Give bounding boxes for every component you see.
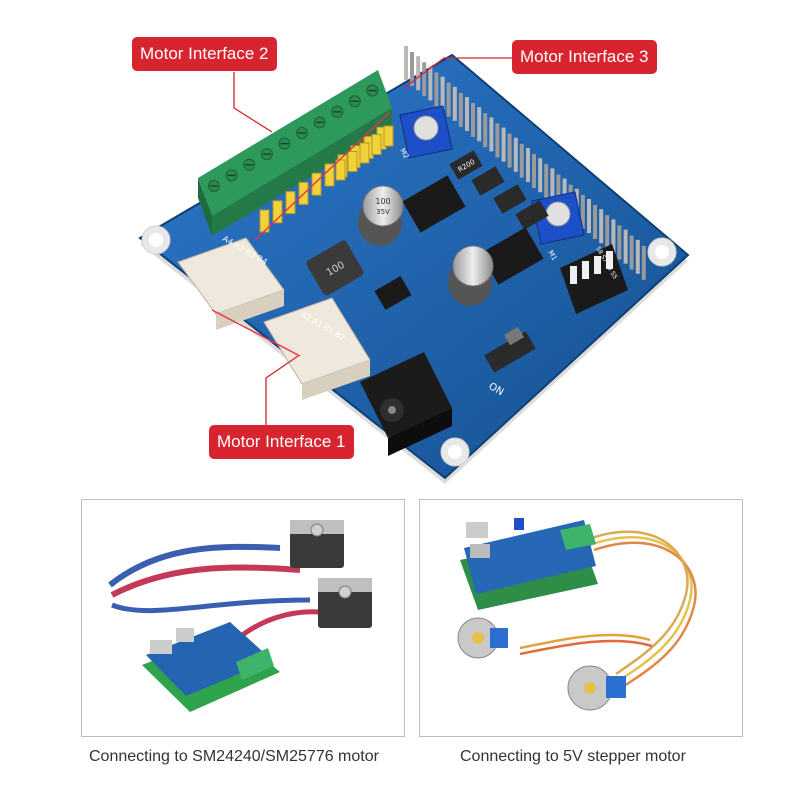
gpio-pin bbox=[465, 97, 469, 131]
gpio-pin bbox=[471, 103, 475, 137]
gpio-pin bbox=[452, 86, 457, 121]
dc-power-jack bbox=[360, 352, 452, 456]
jumper-cap bbox=[272, 200, 283, 224]
gpio-header bbox=[404, 46, 646, 280]
gpio-pin bbox=[489, 117, 494, 152]
right-panel-caption: Connecting to 5V stepper motor bbox=[460, 748, 686, 765]
callout-lines bbox=[233, 57, 514, 440]
gpio-pin bbox=[587, 199, 591, 233]
dip-key bbox=[606, 251, 613, 269]
gpio-pin bbox=[593, 205, 597, 239]
gpio-pin bbox=[611, 219, 616, 254]
gpio-pin bbox=[458, 92, 463, 127]
gpio-pin bbox=[641, 245, 646, 280]
potentiometer-icon bbox=[399, 105, 585, 245]
inductor-icon: 100 bbox=[306, 240, 364, 296]
jumper-cap bbox=[311, 172, 322, 196]
gpio-pin bbox=[422, 62, 427, 97]
gpio-pin bbox=[605, 215, 610, 250]
callout-motor-interface-1: Motor Interface 1 bbox=[209, 425, 354, 459]
jumper-cap bbox=[259, 209, 270, 233]
capacitor-voltage: 35V bbox=[376, 208, 390, 216]
capacitor-marking: 100 bbox=[375, 197, 390, 206]
dip-switch bbox=[560, 244, 628, 314]
gpio-pin bbox=[440, 76, 445, 111]
dip-key bbox=[570, 266, 577, 284]
right-panel-illustration bbox=[457, 518, 697, 711]
jst-connector-1 bbox=[263, 297, 371, 400]
gpio-pin bbox=[580, 194, 585, 229]
gpio-pin bbox=[635, 239, 640, 274]
gpio-pin bbox=[495, 123, 500, 158]
driver-chips bbox=[374, 175, 544, 311]
dip-key bbox=[582, 261, 589, 279]
jumper-cap bbox=[324, 163, 335, 187]
left-panel-caption: Connecting to SM24240/SM25776 motor bbox=[89, 748, 379, 765]
gpio-pin bbox=[404, 46, 408, 80]
gpio-pin bbox=[416, 56, 421, 91]
gpio-pin bbox=[599, 209, 604, 244]
gpio-pin bbox=[483, 113, 488, 148]
gpio-pin bbox=[556, 174, 561, 209]
jumper-cap bbox=[359, 142, 370, 164]
gpio-pin bbox=[629, 235, 634, 270]
sense-resistors: R200 bbox=[449, 150, 549, 230]
jumper-cap bbox=[383, 125, 394, 147]
hat-board: R200 100 35V 100 bbox=[138, 46, 690, 484]
gpio-pin bbox=[538, 158, 543, 193]
left-panel-illustration bbox=[108, 520, 372, 712]
gpio-pin bbox=[434, 72, 439, 107]
gpio-pin bbox=[513, 137, 518, 172]
gpio-pin bbox=[617, 225, 622, 260]
gpio-pin bbox=[507, 133, 512, 168]
gpio-pin bbox=[446, 82, 451, 117]
gpio-pin bbox=[550, 168, 555, 203]
jumper-cap bbox=[347, 151, 358, 172]
gpio-pin bbox=[623, 229, 628, 264]
jst-connector-2 bbox=[177, 237, 285, 330]
jumper-cap bbox=[335, 159, 346, 181]
jumper-cap bbox=[371, 134, 382, 155]
callout-motor-interface-3: Motor Interface 3 bbox=[512, 40, 657, 74]
callout-highlights bbox=[211, 111, 391, 357]
gpio-pin bbox=[544, 164, 549, 199]
gpio-pin bbox=[477, 107, 482, 142]
screw-terminal-block bbox=[198, 70, 392, 236]
capacitor-icon: 100 35V bbox=[358, 185, 494, 306]
gpio-pin bbox=[428, 66, 433, 101]
dip-key bbox=[594, 256, 601, 274]
mounting-hole-icon bbox=[141, 225, 677, 467]
gpio-pin bbox=[519, 143, 524, 178]
gpio-pin bbox=[526, 148, 530, 182]
gpio-pin bbox=[532, 154, 536, 188]
callout-motor-interface-2: Motor Interface 2 bbox=[132, 37, 277, 71]
gpio-pin bbox=[410, 52, 414, 86]
gpio-pin bbox=[501, 127, 506, 162]
